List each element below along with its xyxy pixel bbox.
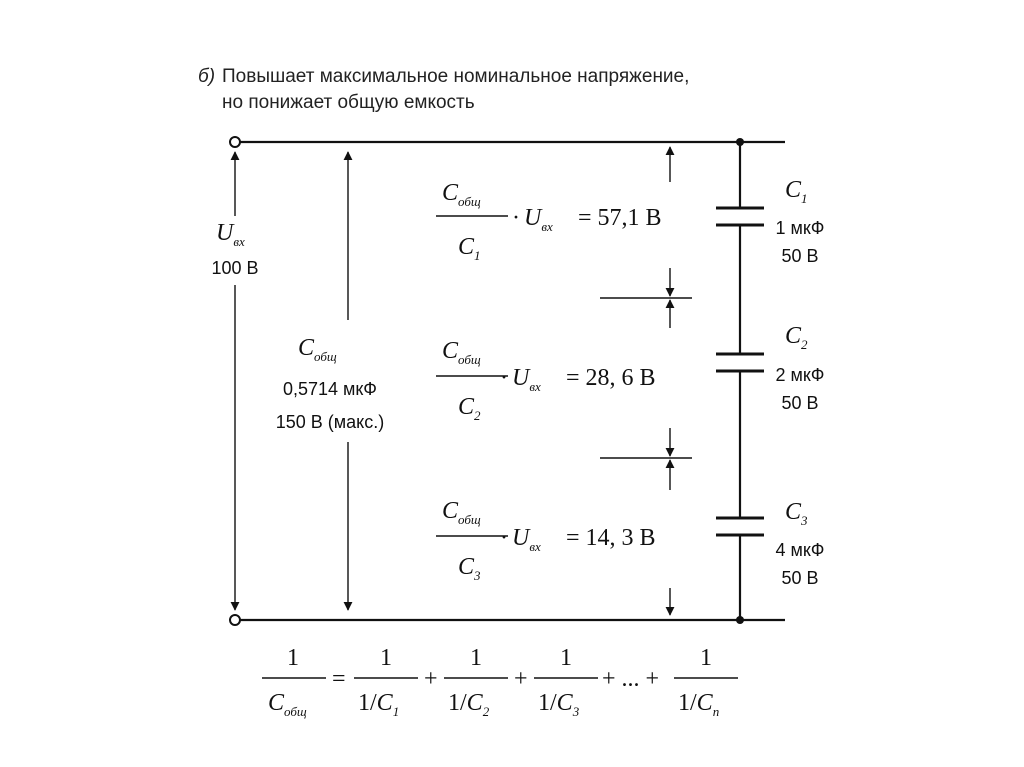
svg-text:+: + — [424, 666, 438, 692]
svg-text:·: · — [500, 525, 508, 551]
input-voltage: 100 В — [211, 258, 258, 278]
divider-formula-c1: Cобщ C1 · Uвх = 57,1 В — [436, 180, 662, 263]
c3-voltage-result: = 14, 3 В — [566, 525, 656, 551]
svg-text:1: 1 — [287, 645, 299, 671]
input-voltage-indicator: Uвх 100 В — [211, 151, 259, 611]
svg-text:1/C2: 1/C2 — [448, 690, 490, 719]
svg-text:Uвх: Uвх — [512, 525, 541, 554]
c3-rating: 50 В — [781, 568, 818, 588]
c3-capacitance: 4 мкФ — [776, 540, 825, 560]
input-symbol: Uвх — [216, 220, 245, 249]
header: б) Повышает максимальное номинальное нап… — [198, 66, 689, 113]
svg-text:·: · — [512, 205, 520, 231]
svg-text:1/Cn: 1/Cn — [678, 690, 719, 719]
svg-text:1/C3: 1/C3 — [538, 690, 580, 719]
total-capacitance: 0,5714 мкФ — [283, 379, 377, 399]
c2-capacitance: 2 мкФ — [776, 365, 825, 385]
svg-text:C3: C3 — [785, 499, 808, 528]
svg-text:Cобщ: Cобщ — [268, 690, 307, 719]
svg-text:C2: C2 — [458, 394, 481, 423]
svg-text:C1: C1 — [785, 177, 808, 206]
svg-text:1: 1 — [700, 645, 712, 671]
c3-symbol: C — [785, 499, 802, 525]
svg-text:·: · — [500, 365, 508, 391]
svg-text:C3: C3 — [458, 554, 481, 583]
header-marker: б) — [198, 66, 215, 87]
svg-text:Cобщ: Cобщ — [442, 338, 481, 367]
svg-text:+: + — [514, 666, 528, 692]
svg-text:Uвх: Uвх — [512, 365, 541, 394]
c1-symbol: C — [785, 177, 802, 203]
svg-text:1: 1 — [560, 645, 572, 671]
svg-text:C2: C2 — [785, 323, 808, 352]
c2-index: 2 — [801, 337, 808, 352]
series-capacitance-formula: 1 Cобщ = 1 1/C1 + 1 1/C2 + 1 1/C3 + ... … — [262, 645, 738, 719]
divider-formula-c3: Cобщ C3 · Uвх = 14, 3 В — [436, 498, 656, 583]
svg-text:=: = — [332, 666, 346, 692]
c2-rating: 50 В — [781, 393, 818, 413]
input-terminal-top — [229, 136, 241, 148]
voltage-drop-markers — [600, 146, 692, 616]
c1-rating: 50 В — [781, 246, 818, 266]
total-max-voltage: 150 В (макс.) — [276, 412, 385, 432]
svg-text:Cобщ: Cобщ — [442, 180, 481, 209]
c2-symbol: C — [785, 323, 802, 349]
c1-index: 1 — [801, 191, 808, 206]
svg-text:1: 1 — [380, 645, 392, 671]
c1-voltage-result: = 57,1 В — [578, 205, 662, 231]
divider-formula-c2: Cобщ C2 · Uвх = 28, 6 В — [436, 338, 656, 423]
svg-text:1/C1: 1/C1 — [358, 690, 399, 719]
total-symbol: Cобщ — [298, 335, 337, 364]
svg-text:Cобщ: Cобщ — [442, 498, 481, 527]
svg-text:+ ... +: + ... + — [602, 666, 659, 692]
total-capacitance-indicator: Cобщ 0,5714 мкФ 150 В (макс.) — [276, 151, 385, 611]
c2-voltage-result: = 28, 6 В — [566, 365, 656, 391]
c1-capacitance: 1 мкФ — [776, 218, 825, 238]
header-line-2: но понижает общую емкость — [222, 92, 475, 113]
header-line-1: Повышает максимальное номинальное напряж… — [222, 66, 689, 87]
capacitor-chain — [716, 142, 764, 620]
capacitor-c3-label: C3 4 мкФ 50 В — [776, 499, 825, 588]
svg-text:C1: C1 — [458, 234, 481, 263]
capacitor-c2-label: C2 2 мкФ 50 В — [776, 323, 825, 413]
capacitor-c1-label: C1 1 мкФ 50 В — [776, 177, 825, 266]
c3-index: 3 — [800, 513, 808, 528]
input-terminal-bottom — [229, 614, 241, 626]
svg-text:Uвх: Uвх — [524, 205, 553, 234]
svg-text:1: 1 — [470, 645, 482, 671]
